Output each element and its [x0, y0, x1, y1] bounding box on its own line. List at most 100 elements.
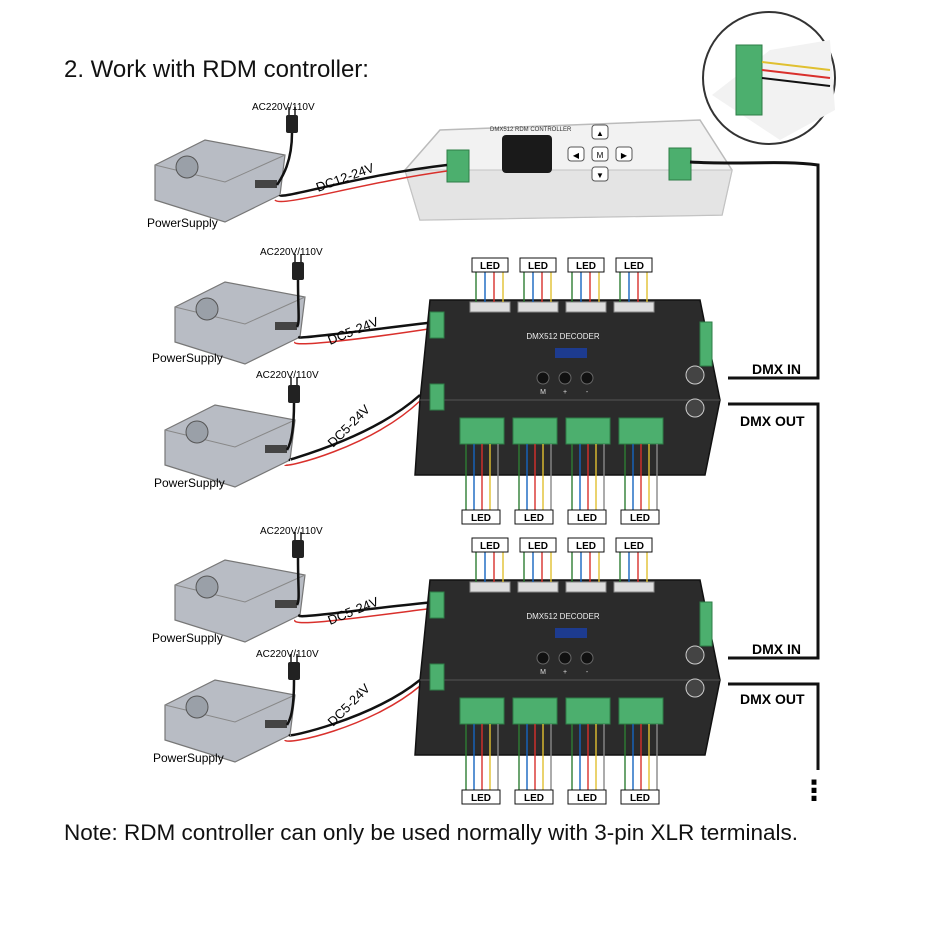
led-label: LED: [471, 793, 491, 804]
led-label: LED: [480, 541, 500, 552]
controller-power-terminal: [446, 149, 470, 183]
xlr-in-port-icon: [685, 645, 705, 665]
xlr-in-port-icon: [685, 365, 705, 385]
psu-label-3: PowerSupply: [154, 476, 225, 490]
led-label: LED: [630, 793, 650, 804]
decoder-button[interactable]: [558, 371, 572, 385]
led-box: [615, 257, 653, 273]
psu-ac-label-3: AC220V/110V: [256, 370, 319, 381]
led-box: [615, 537, 653, 553]
controller-buttons: ▲ ◀ M ▶ ▼: [567, 124, 633, 182]
led-label: LED: [577, 793, 597, 804]
decoder-button[interactable]: [580, 651, 594, 665]
power-supply-5: [164, 654, 421, 763]
led-box: [471, 257, 509, 273]
led-box: [567, 509, 607, 525]
controller-dmx-terminal: [668, 147, 692, 181]
ac-plug-icon: [288, 385, 300, 403]
page-heading: 2. Work with RDM controller:: [64, 56, 369, 83]
dmx-out-wire-2: [728, 682, 820, 770]
led-label: LED: [624, 261, 644, 272]
fan-icon: [195, 575, 219, 599]
controller-display: [502, 135, 552, 173]
fan-icon: [195, 297, 219, 321]
led-box: [519, 257, 557, 273]
fan-icon: [175, 155, 199, 179]
ac-plug-icon: [292, 262, 304, 280]
decoder-button-label: -: [586, 389, 589, 396]
power-supply-3: [164, 377, 421, 488]
decoder-button-label: +: [563, 389, 567, 396]
psu-label-1: PowerSupply: [147, 216, 218, 230]
led-label: LED: [577, 513, 597, 524]
decoder-button-label: -: [586, 669, 589, 676]
power-terminal: [429, 383, 445, 411]
led-label: LED: [480, 261, 500, 272]
fan-icon: [185, 695, 209, 719]
led-label: LED: [528, 541, 548, 552]
psu-dc-label-2: DC5-24V: [326, 314, 381, 348]
dmx-in-label-2: DMX IN: [752, 641, 801, 657]
controller-right-button[interactable]: ▶: [621, 151, 628, 160]
decoder-title: DMX512 DECODER: [526, 612, 600, 621]
led-box: [519, 537, 557, 553]
ac-plug-icon: [286, 115, 298, 133]
decoder-button[interactable]: [536, 371, 550, 385]
controller-up-button[interactable]: ▲: [596, 129, 604, 138]
led-box: [620, 509, 660, 525]
output-terminal: [512, 417, 558, 445]
controller-left-button[interactable]: ◀: [573, 151, 580, 160]
controller-down-button[interactable]: ▼: [596, 171, 604, 180]
led-label: LED: [576, 261, 596, 272]
decoder-button[interactable]: [536, 651, 550, 665]
psu-label-4: PowerSupply: [152, 631, 223, 645]
output-terminal: [618, 417, 664, 445]
led-box: [567, 537, 605, 553]
controller-title: DMX512 RDM CONTROLLER: [490, 127, 572, 133]
psu-ac-label-5: AC220V/110V: [256, 649, 319, 660]
power-supply-4: [174, 532, 436, 643]
decoder-display: [555, 628, 587, 638]
ac-plug-icon: [292, 540, 304, 558]
power-terminal: [429, 311, 445, 339]
led-box: [514, 509, 554, 525]
led-label: LED: [576, 541, 596, 552]
decoders: DMX512 DECODER M + - LED LED LED LED LED LED LED LE…: [414, 257, 721, 805]
psu-dc-label-5: DC5-24V: [325, 680, 374, 729]
decoder-button[interactable]: [558, 651, 572, 665]
dmx-chain-wire: [728, 402, 820, 660]
output-terminal: [459, 417, 505, 445]
dc-wire: [288, 679, 421, 737]
footnote: Note: RDM controller can only be used no…: [64, 820, 799, 845]
power-supply-1: [154, 107, 448, 223]
dmx-out-label-2: DMX OUT: [740, 691, 805, 707]
ac-plug-icon: [288, 662, 300, 680]
output-terminal: [459, 697, 505, 725]
output-terminal: [565, 417, 611, 445]
dmx-terminal: [699, 321, 713, 367]
psu-label-2: PowerSupply: [152, 351, 223, 365]
psu-dc-label-4: DC5-24V: [326, 594, 381, 628]
decoder-button[interactable]: [580, 371, 594, 385]
led-label: LED: [624, 541, 644, 552]
dc-wire: [288, 394, 421, 462]
decoder-title: DMX512 DECODER: [526, 332, 600, 341]
decoder-button-label: M: [540, 389, 546, 396]
continuation-dots: ⋮: [800, 775, 828, 806]
led-label: LED: [528, 261, 548, 272]
power-terminal: [429, 591, 445, 619]
controller-mode-button[interactable]: M: [597, 151, 604, 160]
xlr-out-port-icon: [685, 678, 705, 698]
psu-ac-label-4: AC220V/110V: [260, 526, 323, 537]
dc-wire: [297, 600, 436, 618]
dmx-out-label-1: DMX OUT: [740, 413, 805, 429]
power-supply-2: [174, 254, 436, 365]
led-label: LED: [524, 513, 544, 524]
xlr-detail-inset: [702, 11, 836, 145]
led-box: [471, 537, 509, 553]
output-terminal: [512, 697, 558, 725]
led-label: LED: [471, 513, 491, 524]
